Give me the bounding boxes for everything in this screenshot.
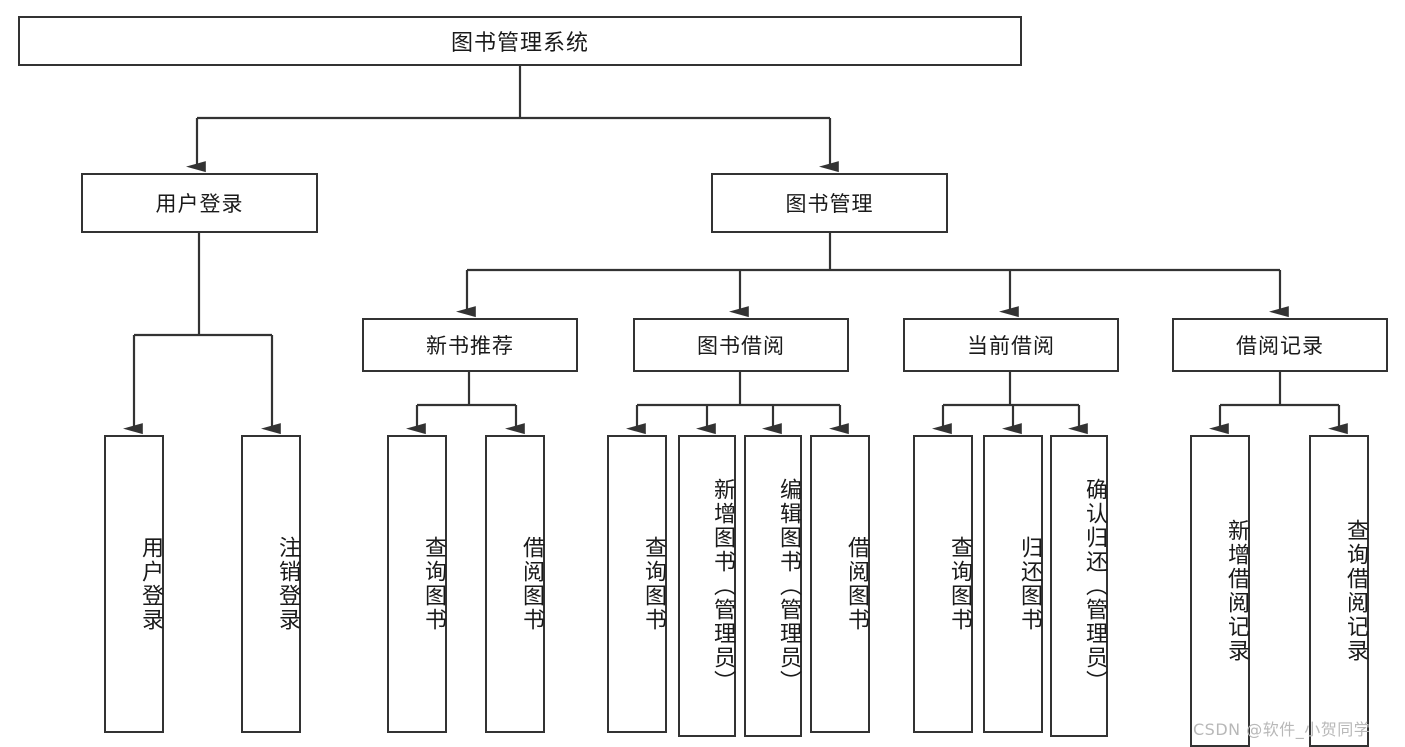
node-leaf-confirm-return-label: 确认归还（管理员） [1082,478,1107,694]
node-new-book-recommend[interactable]: 新书推荐 [362,318,578,372]
node-leaf-logout[interactable]: 注销登录 [241,435,301,733]
node-leaf-logout-label: 注销登录 [275,536,300,632]
node-leaf-query-book-borrow-label: 查询图书 [641,536,666,632]
node-book-manage[interactable]: 图书管理 [711,173,948,233]
node-leaf-add-record[interactable]: 新增借阅记录 [1190,435,1250,747]
node-borrow-record-label: 借阅记录 [1236,334,1324,358]
node-book-manage-label: 图书管理 [785,192,874,216]
node-leaf-user-login-label: 用户登录 [138,536,163,632]
node-leaf-query-record[interactable]: 查询借阅记录 [1309,435,1369,747]
node-new-book-recommend-label: 新书推荐 [426,334,514,358]
node-book-borrow-label: 图书借阅 [697,334,785,358]
node-borrow-record[interactable]: 借阅记录 [1172,318,1388,372]
node-leaf-query-book-borrow[interactable]: 查询图书 [607,435,667,733]
node-leaf-query-book-cur-label: 查询图书 [947,536,972,632]
node-book-borrow[interactable]: 图书借阅 [633,318,849,372]
node-leaf-confirm-return[interactable]: 确认归还（管理员） [1050,435,1108,737]
node-root[interactable]: 图书管理系统 [18,16,1022,66]
node-leaf-borrow-book[interactable]: 借阅图书 [810,435,870,733]
node-leaf-return-book[interactable]: 归还图书 [983,435,1043,733]
node-leaf-query-book-rec-label: 查询图书 [421,536,446,632]
node-leaf-borrow-book-rec-label: 借阅图书 [519,536,544,632]
node-user-login[interactable]: 用户登录 [81,173,318,233]
node-leaf-edit-book[interactable]: 编辑图书（管理员） [744,435,802,737]
node-leaf-return-book-label: 归还图书 [1017,536,1042,632]
node-leaf-add-record-label: 新增借阅记录 [1224,519,1249,663]
node-leaf-add-book[interactable]: 新增图书（管理员） [678,435,736,737]
watermark-text: CSDN @软件_小贺同学 [1193,720,1371,739]
node-current-borrow[interactable]: 当前借阅 [903,318,1119,372]
node-leaf-query-book-cur[interactable]: 查询图书 [913,435,973,733]
node-leaf-query-record-label: 查询借阅记录 [1343,519,1368,663]
node-leaf-borrow-book-rec[interactable]: 借阅图书 [485,435,545,733]
node-leaf-user-login[interactable]: 用户登录 [104,435,164,733]
node-current-borrow-label: 当前借阅 [967,334,1055,358]
node-root-label: 图书管理系统 [450,31,589,56]
node-user-login-label: 用户登录 [155,192,244,216]
node-leaf-borrow-book-label: 借阅图书 [844,536,869,632]
node-leaf-query-book-rec[interactable]: 查询图书 [387,435,447,733]
node-leaf-add-book-label: 新增图书（管理员） [710,478,735,694]
node-leaf-edit-book-label: 编辑图书（管理员） [776,478,801,694]
